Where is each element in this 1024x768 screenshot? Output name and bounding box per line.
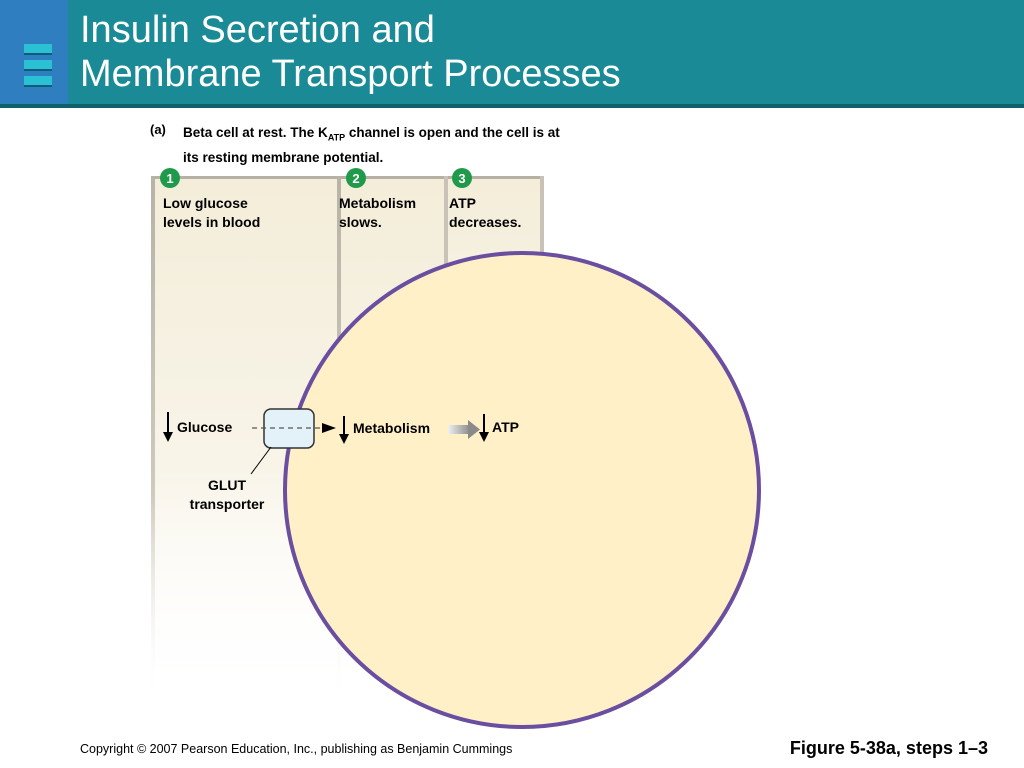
- step-3-label-line2: decreases.: [449, 214, 522, 230]
- step-3-label-line1: ATP: [449, 195, 476, 211]
- caption-subscript: ATP: [327, 132, 346, 143]
- metabolism-to-atp-arrow: [448, 420, 480, 439]
- step-number-2-text: 2: [352, 171, 359, 186]
- title-bar: [0, 0, 1024, 106]
- transporter-label-line2: transporter: [190, 496, 265, 512]
- logo-panel: [0, 0, 68, 106]
- transporter-leader-line: [250, 446, 272, 475]
- metabolism-decrease-arrow: [339, 416, 349, 444]
- panel-label: (a): [150, 122, 166, 137]
- figure-reference: Figure 5-38a, steps 1–3: [789, 738, 988, 758]
- metabolism-label: Metabolism: [353, 420, 430, 436]
- copyright-notice: Copyright © 2007 Pearson Education, Inc.…: [80, 742, 513, 756]
- slide-title-line2: Membrane Transport Processes: [80, 53, 621, 95]
- caption-text: Beta cell at rest. The K: [183, 125, 328, 140]
- slide-title: Insulin Secretion and Membrane Transport…: [80, 8, 621, 96]
- step-number-3: 3: [452, 168, 472, 188]
- logo-icon: [24, 76, 52, 87]
- step-1-label-line2: levels in blood: [163, 214, 261, 230]
- step-number-2: 2: [346, 168, 366, 188]
- column-divider: [151, 176, 155, 706]
- atp-label: ATP: [492, 419, 519, 435]
- step-1-label: Low glucose levels in blood: [163, 194, 260, 232]
- header-divider: [0, 104, 1024, 108]
- step-2-label-line2: slows.: [339, 214, 382, 230]
- step-1-label-line1: Low glucose: [163, 195, 248, 211]
- logo-icon: [24, 44, 52, 55]
- step-number-1-text: 1: [166, 171, 173, 186]
- glucose-entry-arrowhead: [322, 423, 336, 433]
- step-2-label-line1: Metabolism: [339, 195, 417, 211]
- step-2-label: Metabolism slows.: [339, 194, 416, 232]
- transporter-label-line1: GLUT: [208, 477, 247, 493]
- caption-text-rest: channel is open and the cell is at its r…: [183, 125, 560, 165]
- slide-title-line1: Insulin Secretion and: [80, 9, 435, 51]
- logo-icon: [24, 60, 52, 71]
- atp-decrease-arrow: [479, 414, 489, 442]
- glucose-decrease-arrow: [163, 412, 173, 442]
- glucose-label: Glucose: [177, 419, 232, 435]
- panel-caption: Beta cell at rest. The KATP channel is o…: [183, 123, 573, 167]
- step-number-1: 1: [160, 168, 180, 188]
- beta-cell: [283, 251, 761, 729]
- step-3-label: ATP decreases.: [449, 194, 521, 232]
- step-number-3-text: 3: [458, 171, 465, 186]
